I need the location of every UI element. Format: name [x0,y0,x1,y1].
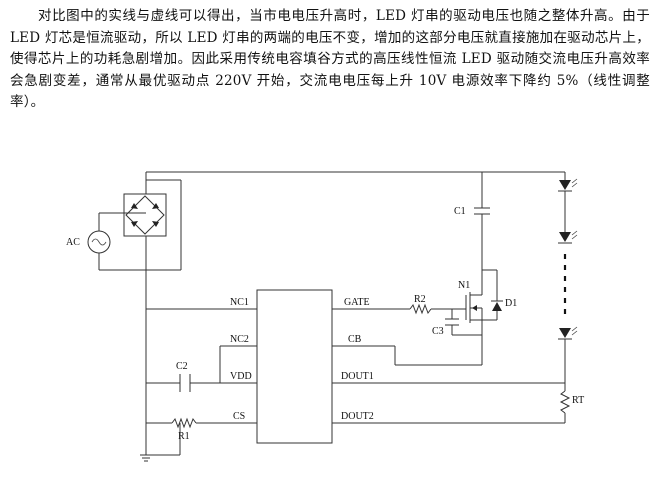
text-block: 对比图中的实线与虚线可以得出，当市电电压升高时，LED 灯串的驱动电压也随之整体… [10,6,650,114]
pin-dout2: DOUT2 [341,411,374,422]
capacitor-c1: C1 [454,172,490,290]
pin-vdd: VDD [230,371,252,382]
pin-cb: CB [348,334,362,345]
r1-label: R1 [178,431,190,442]
pin-nc2: NC2 [230,334,249,345]
mosfet-n1: N1 [458,269,498,365]
pin-nc1: NC1 [230,297,249,308]
pin-dout1: DOUT1 [341,371,374,382]
capacitor-c3: C3 [432,309,482,337]
pin-gate: GATE [344,297,370,308]
pin-cs: CS [233,411,245,422]
driver-ic [256,289,333,444]
ac-label: AC [66,237,80,248]
body-paragraph: 对比图中的实线与虚线可以得出，当市电电压升高时，LED 灯串的驱动电压也随之整体… [10,8,650,111]
resistor-rt: RT [559,390,584,423]
n1-label: N1 [458,280,470,291]
r2-label: R2 [414,294,426,305]
diode-d1: D1 [491,295,517,311]
ac-source: AC [66,212,146,271]
bridge-rectifier [123,179,182,271]
rt-label: RT [572,395,584,406]
capacitor-c2: C2 [176,361,191,392]
c1-label: C1 [454,206,466,217]
led-3 [558,326,578,340]
c2-label: C2 [176,361,188,372]
d1-label: D1 [505,298,517,309]
led-1 [558,178,578,192]
resistor-r2: R2 [409,294,466,315]
led-2 [558,230,578,244]
resistor-r1: R1 [171,417,197,442]
ground-symbol [140,454,152,462]
c3-label: C3 [432,326,444,337]
